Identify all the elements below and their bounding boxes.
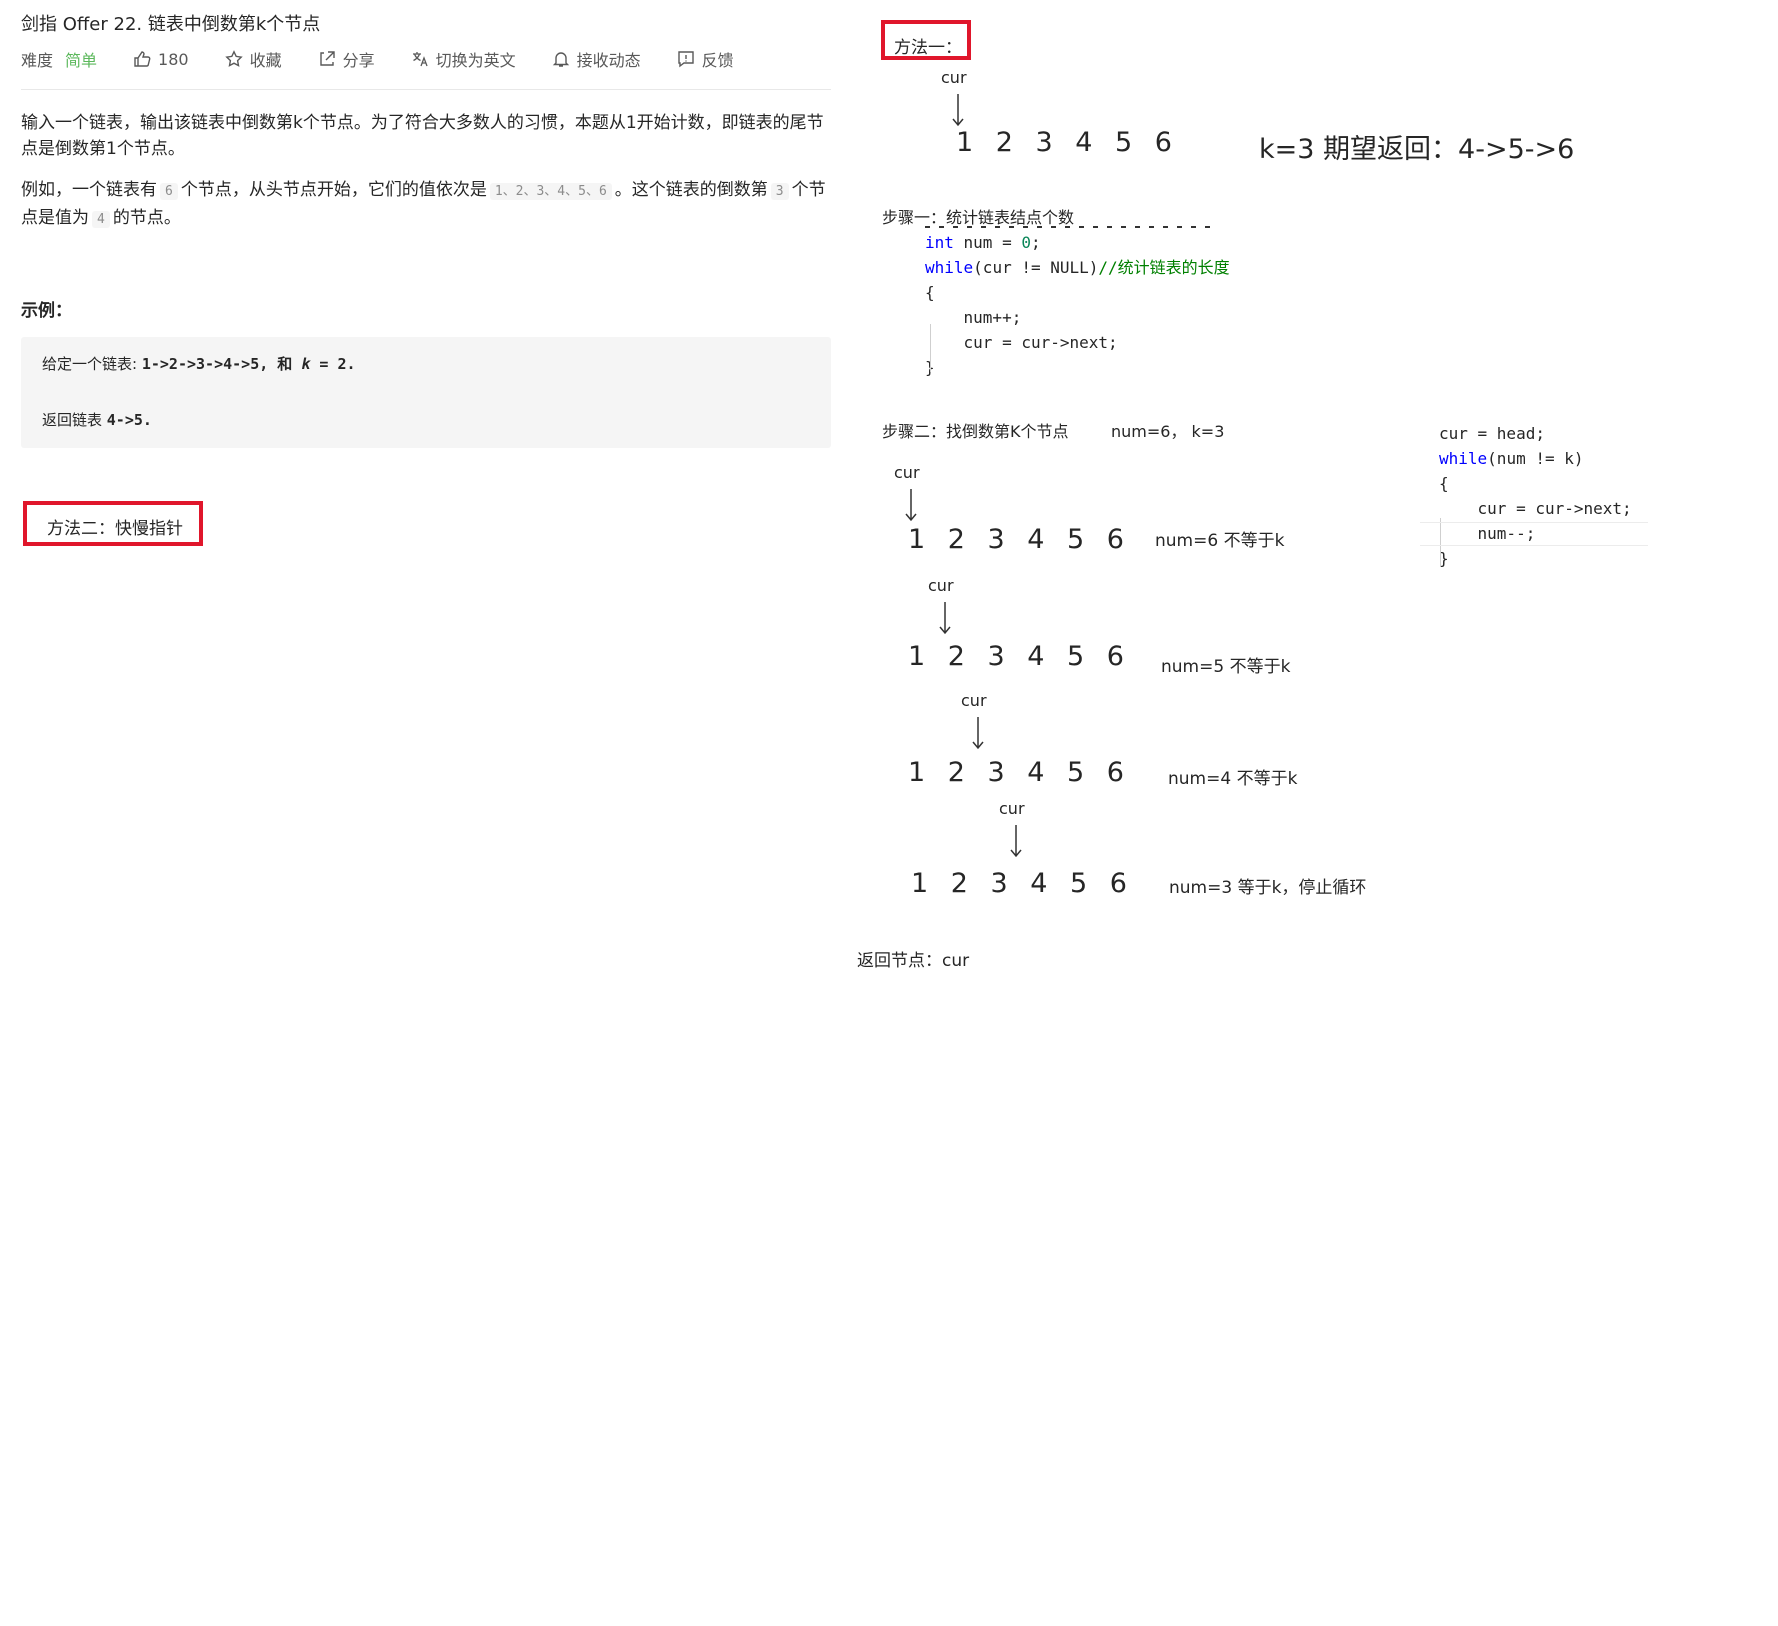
header-divider: [21, 89, 831, 90]
down-arrow-icon: [970, 716, 986, 750]
code2-close-brace: }: [1439, 549, 1449, 568]
method2-label: 方法二：快慢指针: [47, 519, 183, 539]
difficulty: 难度 简单: [21, 47, 97, 71]
code-count-length: int num = 0; while(cur != NULL)//统计链表的长度…: [925, 230, 1230, 380]
problem-toolbar: 难度 简单 180 收藏 分享 切换为英文 接收动态 反馈: [21, 47, 770, 71]
like-count: 180: [158, 49, 189, 69]
cur-label: cur: [941, 68, 967, 87]
desc-text-2: 个节点，从头节点开始，它们的值依次是: [180, 180, 487, 200]
code1-close-brace: }: [925, 358, 935, 377]
iteration4-sequence: 1 2 3 4 5 6: [911, 868, 1134, 899]
subscribe-label: 接收动态: [576, 51, 641, 70]
feedback-button[interactable]: 反馈: [677, 47, 734, 71]
code1-advance: cur = cur->next;: [925, 333, 1118, 352]
code2-indent-guide: [1440, 518, 1441, 566]
code1-line1: num =: [953, 233, 1022, 252]
example-heading: 示例：: [21, 301, 72, 321]
code1-increment: num++;: [925, 308, 1022, 327]
star-icon: [224, 50, 243, 67]
down-arrow-icon: [1008, 824, 1024, 858]
down-arrow-icon: [937, 601, 953, 635]
code1-open-brace: {: [925, 283, 935, 302]
difficulty-value: 简单: [65, 51, 98, 70]
step2-label: 步骤二：找倒数第K个节点: [882, 422, 1069, 441]
share-button[interactable]: 分享: [318, 47, 375, 71]
down-arrow-icon: [903, 488, 919, 522]
step1-label: 步骤一：统计链表结点个数: [882, 208, 1075, 227]
bell-icon: [552, 52, 569, 67]
example-output: 返回链表 4->5.: [42, 409, 152, 430]
iteration1-cur-label: cur: [894, 463, 920, 482]
down-arrow-icon: [950, 93, 966, 127]
code-find-kth: cur = head; while(num != k) { cur = cur-…: [1439, 421, 1632, 571]
code1-semi: ;: [1030, 233, 1041, 252]
problem-title: 剑指 Offer 22. 链表中倒数第k个节点: [21, 14, 321, 35]
iteration4-cur-label: cur: [999, 799, 1025, 818]
iteration2-sequence: 1 2 3 4 5 6: [908, 641, 1131, 672]
example-input-eq: = 2.: [310, 355, 356, 373]
example-output-prefix: 返回链表: [42, 411, 107, 429]
thumbs-up-icon: [134, 51, 151, 67]
iteration2-cur-label: cur: [928, 576, 954, 595]
code2-advance: cur = cur->next;: [1439, 499, 1632, 518]
iteration1-note: num=6 不等于k: [1155, 531, 1285, 551]
iteration2-note: num=5 不等于k: [1161, 657, 1291, 677]
desc-text-4: 个节点是值为: [21, 180, 826, 228]
inline-code-value: 4: [92, 211, 110, 228]
expected-result: k=3 期望返回：4->5->6: [1259, 134, 1575, 165]
example-input-mid: , 和: [259, 355, 302, 373]
step2-params: num=6， k=3: [1111, 422, 1225, 441]
code2-row-line: [1420, 545, 1648, 546]
code2-row-line: [1420, 522, 1648, 523]
like-button[interactable]: 180: [133, 50, 189, 69]
problem-description: 输入一个链表，输出该链表中倒数第k个节点。为了符合大多数人的习惯，本题从1开始计…: [21, 113, 824, 159]
iteration3-sequence: 1 2 3 4 5 6: [908, 757, 1131, 788]
feedback-label: 反馈: [701, 51, 734, 70]
return-node: 返回节点：cur: [857, 951, 970, 971]
linked-list-sequence: 1 2 3 4 5 6: [956, 127, 1179, 158]
example-output-value: 4->5.: [106, 411, 152, 429]
example-input-k: k: [301, 355, 311, 373]
example-block: [21, 337, 831, 448]
iteration1-sequence: 1 2 3 4 5 6: [908, 524, 1131, 555]
code1-kw-int: int: [925, 233, 954, 252]
code2-init: cur = head;: [1439, 424, 1545, 443]
code2-open-brace: {: [1439, 474, 1449, 493]
inline-code-values: 1、2、3、4、5、6: [489, 183, 612, 200]
example-input-list: 1->2->3->4->5: [141, 355, 260, 373]
desc-text-3: 。这个链表的倒数第: [614, 180, 768, 200]
difficulty-label: 难度: [21, 51, 54, 70]
method1-highlight-box: [881, 20, 971, 60]
code1-condition: (cur != NULL): [973, 258, 1099, 277]
translate-icon: [412, 52, 428, 67]
inline-code-node-count: 6: [160, 183, 178, 200]
iteration3-cur-label: cur: [961, 691, 987, 710]
code1-comment: //统计链表的长度: [1098, 258, 1230, 277]
method1-label: 方法一：: [894, 38, 962, 58]
code1-num: 0: [1021, 233, 1031, 252]
iteration4-note: num=3 等于k，停止循环: [1169, 878, 1367, 898]
iteration3-note: num=4 不等于k: [1168, 769, 1298, 789]
desc-text-1: 例如，一个链表有: [21, 180, 157, 200]
method2-highlight-box: [23, 501, 203, 546]
favorite-button[interactable]: 收藏: [224, 47, 282, 71]
code2-decrement: num--;: [1439, 524, 1536, 543]
code2-condition: (num != k): [1487, 449, 1584, 468]
favorite-label: 收藏: [249, 51, 282, 70]
feedback-icon: [677, 51, 694, 68]
code1-kw-while: while: [925, 258, 974, 277]
example-input-prefix: 给定一个链表:: [42, 355, 142, 373]
example-input: 给定一个链表: 1->2->3->4->5, 和 k = 2.: [42, 353, 356, 374]
inline-code-k: 3: [770, 183, 789, 200]
share-icon: [319, 51, 335, 66]
subscribe-button[interactable]: 接收动态: [552, 47, 641, 71]
share-label: 分享: [342, 51, 375, 70]
switch-language-button[interactable]: 切换为英文: [411, 47, 516, 71]
code1-indent-guide: [930, 324, 931, 372]
desc-text-5: 的节点。: [112, 208, 181, 228]
switch-language-label: 切换为英文: [435, 51, 516, 70]
code1-clipped-line: [925, 224, 1225, 230]
code2-kw-while: while: [1439, 449, 1488, 468]
